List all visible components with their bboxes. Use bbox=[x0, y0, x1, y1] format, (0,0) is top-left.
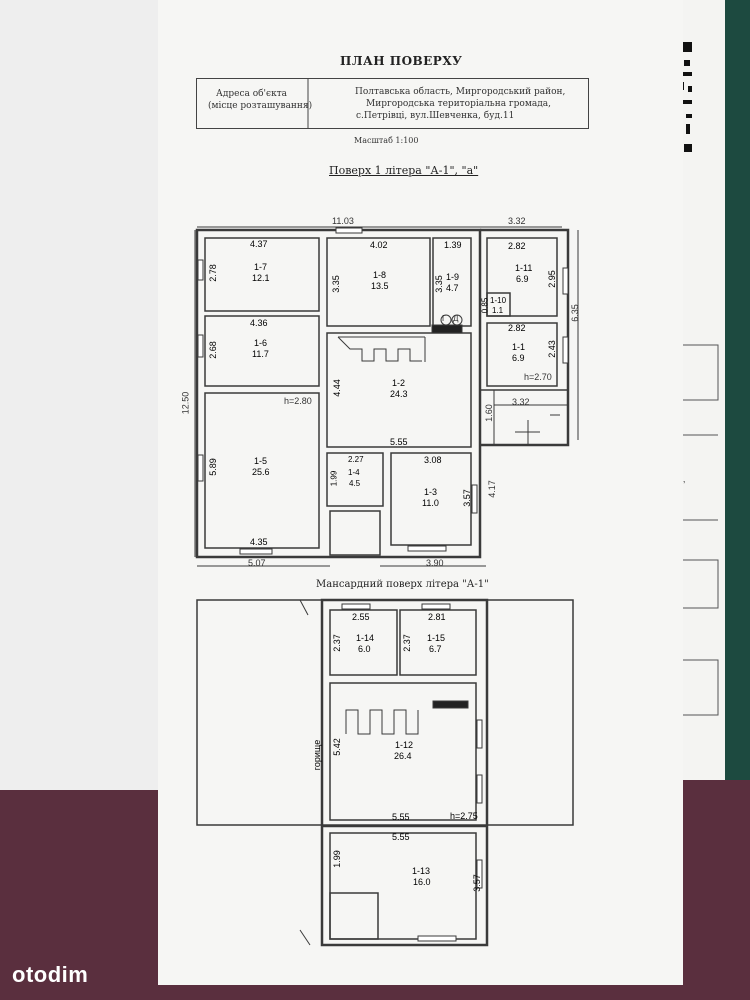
room-1-9-width: 1.39 bbox=[444, 240, 462, 250]
room-1-5-area: 25.6 bbox=[252, 467, 270, 477]
address-line-1: Полтавська область, Миргородський район, bbox=[355, 87, 566, 97]
floor1-title: Поверх 1 літера "А-1", "а" bbox=[329, 164, 479, 177]
room-1-3-id: 1-3 bbox=[424, 487, 438, 497]
room-1-6-id: 1-6 bbox=[254, 338, 268, 348]
room-1-7-area: 12.1 bbox=[252, 273, 270, 283]
room-1-8-id: 1-8 bbox=[373, 270, 387, 280]
dim-side-height: 4.17 bbox=[486, 480, 497, 498]
room-1-6-width: 4.36 bbox=[250, 318, 268, 328]
room-1-7-height: 2.78 bbox=[207, 264, 218, 282]
room-1-1-width: 2.82 bbox=[508, 323, 526, 333]
room-1-12-height: 5.42 bbox=[331, 738, 342, 756]
room-1-3-width: 3.08 bbox=[424, 455, 442, 465]
room-1-5-id: 1-5 bbox=[254, 456, 268, 466]
room-1-13-area: 16.0 bbox=[413, 877, 431, 887]
attic-ceiling: h=2.75 bbox=[450, 811, 478, 821]
room-1-4-area: 4.5 bbox=[349, 479, 361, 488]
room-1-12-id: 1-12 bbox=[395, 740, 414, 750]
room-1-2-id: 1-2 bbox=[392, 378, 406, 388]
room-1-9-height: 3.35 bbox=[433, 275, 444, 293]
attic-word: горище bbox=[312, 739, 323, 771]
room-1-2-area: 24.3 bbox=[390, 389, 408, 399]
dim-bottom-right: 3.90 bbox=[426, 558, 444, 568]
dim-annex-width: 3.32 bbox=[508, 216, 526, 226]
dim-porch-width: 3.32 bbox=[512, 397, 530, 407]
attic-bottom-height: 1.99 bbox=[331, 850, 342, 868]
room-1-10-id: 1-10 bbox=[490, 296, 507, 305]
room-1-11-height: 2.95 bbox=[546, 270, 557, 288]
room-1-10-area: 1.1 bbox=[492, 306, 504, 315]
room-1-14-height: 2.37 bbox=[331, 634, 342, 652]
room-1-6-area: 11.7 bbox=[252, 349, 269, 359]
room-1-8-width: 4.02 bbox=[370, 240, 388, 250]
room-1-14-id: 1-14 bbox=[356, 633, 375, 643]
room-1-13-width: 5.55 bbox=[392, 832, 410, 842]
room-1-11-width: 2.82 bbox=[508, 241, 526, 251]
room-1-12-width: 5.55 bbox=[392, 812, 410, 822]
room-1-8-area: 13.5 bbox=[371, 281, 389, 291]
room-1-10-height: 0.85 bbox=[480, 297, 490, 314]
dim-bottom-left: 5.07 bbox=[248, 558, 266, 568]
room-1-15-id: 1-15 bbox=[427, 633, 446, 643]
dim-height: 12.50 bbox=[180, 391, 191, 415]
room-1-7-id: 1-7 bbox=[254, 262, 268, 272]
room-1-13-id: 1-13 bbox=[412, 866, 431, 876]
room-1-4-id: 1-4 bbox=[348, 468, 360, 477]
room-1-5-height: 5.89 bbox=[207, 458, 218, 476]
gas-marker: Г bbox=[442, 314, 447, 323]
floor-plan-sheet bbox=[158, 0, 683, 985]
room-1-14-area: 6.0 bbox=[358, 644, 371, 654]
room-1-8-height: 3.35 bbox=[330, 275, 341, 293]
room-1-12-area: 26.4 bbox=[394, 751, 412, 761]
room-1-9-area: 4.7 bbox=[446, 283, 459, 293]
room-1-15-width: 2.81 bbox=[428, 612, 446, 622]
room-1-4-width: 2.27 bbox=[348, 455, 364, 464]
d-marker: Д bbox=[453, 314, 459, 323]
room-1-11-id: 1-11 bbox=[515, 263, 533, 273]
dim-porch-height: 1.60 bbox=[483, 404, 494, 422]
room-1-3-area: 11.0 bbox=[422, 498, 439, 508]
watermark-logo: otodim bbox=[12, 962, 89, 987]
room-1-5-width: 4.35 bbox=[250, 537, 268, 547]
room-1-1-area: 6.9 bbox=[512, 353, 525, 363]
room-1-15-height: 2.37 bbox=[401, 634, 412, 652]
room-1-15-area: 6.7 bbox=[429, 644, 442, 654]
page-title: ПЛАН ПОВЕРХУ bbox=[340, 54, 463, 68]
room-1-1-height: 2.43 bbox=[546, 340, 557, 358]
room-1-11-area: 6.9 bbox=[516, 274, 529, 284]
room-1-3-height: 3.57 bbox=[461, 489, 472, 507]
address-table bbox=[196, 78, 589, 129]
scale-label: Масштаб 1:100 bbox=[354, 136, 419, 145]
room-1-7-width: 4.37 bbox=[250, 239, 268, 249]
dim-overall-width: 11.03 bbox=[332, 216, 354, 226]
room-1-1-id: 1-1 bbox=[512, 342, 526, 352]
ceiling-main: h=2.80 bbox=[284, 396, 312, 406]
left-blank-page bbox=[0, 0, 158, 790]
room-1-13-height: 3.57 bbox=[471, 874, 482, 892]
room-1-2-width: 5.55 bbox=[390, 437, 408, 447]
room-1-4-height: 1.99 bbox=[329, 470, 339, 487]
room-1-9-id: 1-9 bbox=[446, 272, 460, 282]
address-label-2: (місце розташування) bbox=[208, 101, 313, 111]
room-1-14-width: 2.55 bbox=[352, 612, 370, 622]
address-line-3: с.Петрівці, вул.Шевченка, буд.11 bbox=[356, 111, 515, 121]
address-line-2: Миргородська територіальна громада, bbox=[366, 99, 551, 109]
room-1-6-height: 2.68 bbox=[207, 341, 218, 359]
attic-title: Мансардний поверх літера "А-1" bbox=[316, 579, 489, 590]
room-1-2-height: 4.44 bbox=[331, 379, 342, 397]
dim-annex-depth: 6.35 bbox=[569, 304, 580, 322]
address-label-1: Адреса об'єкта bbox=[216, 89, 288, 99]
ceiling-annex: h=2.70 bbox=[524, 372, 552, 382]
